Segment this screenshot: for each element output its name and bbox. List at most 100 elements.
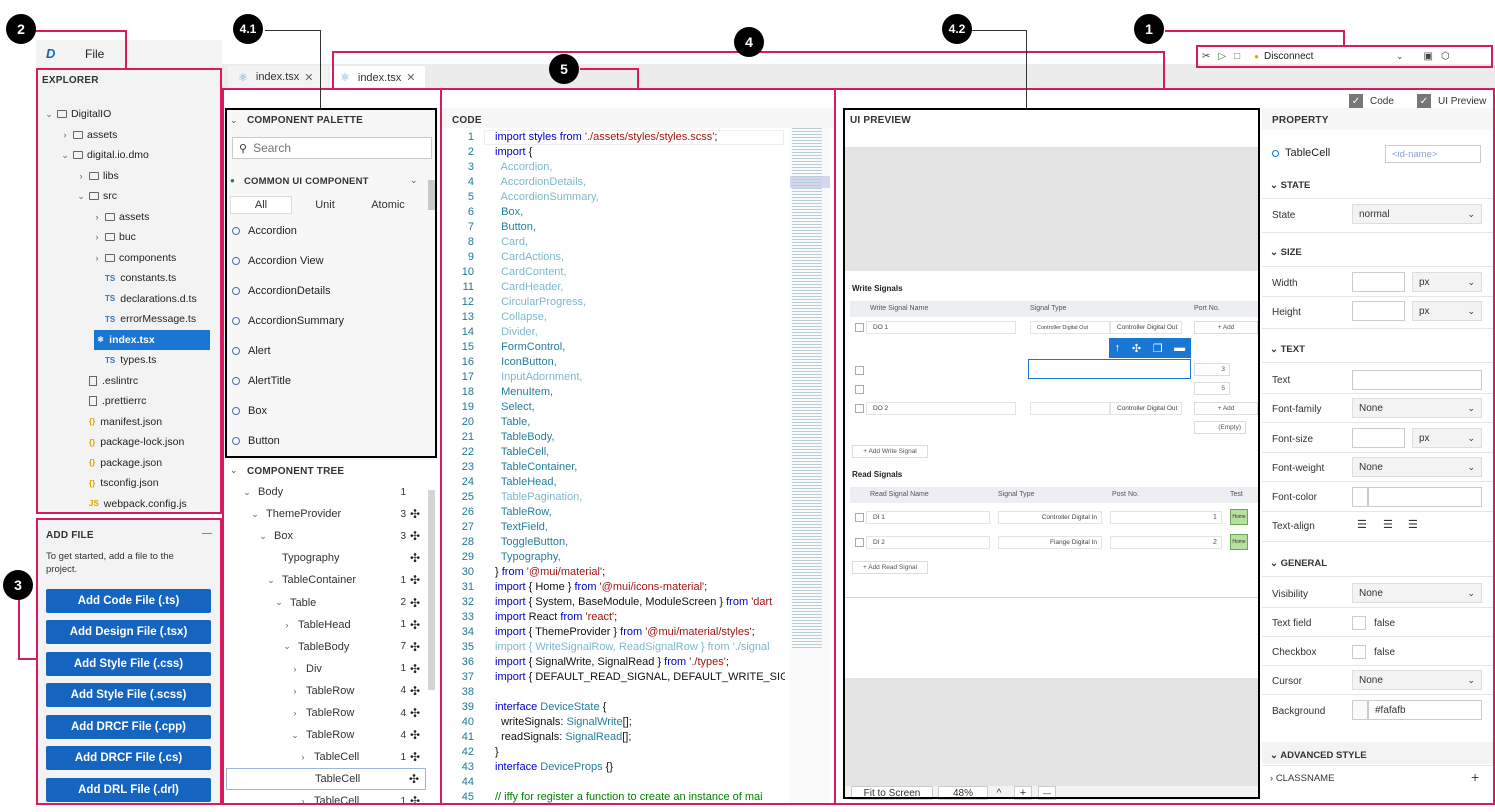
move-icon[interactable]: ✣ bbox=[409, 750, 420, 765]
copy-icon[interactable]: ❐ bbox=[1152, 342, 1163, 355]
chevron-down-icon[interactable]: ⌄ bbox=[1395, 50, 1404, 61]
font-color-input[interactable] bbox=[1368, 487, 1482, 507]
read-row-2-name[interactable]: DI 2 bbox=[866, 536, 990, 549]
id-name-input[interactable]: <id-name> bbox=[1385, 145, 1481, 163]
palette-item[interactable]: Accordion View bbox=[230, 246, 435, 276]
explorer-item[interactable]: ›buc bbox=[44, 227, 136, 247]
arrow-up-icon[interactable]: ↑ bbox=[1114, 342, 1121, 354]
read-row-1-name[interactable]: DI 1 bbox=[866, 511, 990, 524]
move-icon[interactable]: ✣ bbox=[409, 617, 420, 632]
ui-preview-checkbox[interactable]: ✓ bbox=[1417, 94, 1431, 108]
move-icon[interactable]: ✣ bbox=[408, 772, 419, 787]
add-drcf-cs-button[interactable]: Add DRCF File (.cs) bbox=[46, 746, 211, 770]
text-input[interactable] bbox=[1352, 370, 1482, 390]
move-icon[interactable]: ✣ bbox=[1131, 342, 1142, 355]
minimap[interactable] bbox=[790, 128, 830, 805]
stop-icon[interactable]: □ bbox=[1234, 50, 1241, 62]
read-row-1-type[interactable]: Controller Digital In bbox=[998, 511, 1102, 524]
explorer-item[interactable]: ⚛index.tsx bbox=[94, 329, 210, 350]
read-row-1-port[interactable] bbox=[1110, 511, 1222, 524]
tab-index-2[interactable]: ⚛ index.tsx ✕ bbox=[330, 66, 425, 89]
explorer-item[interactable]: .prettierrc bbox=[44, 391, 146, 411]
background-swatch[interactable] bbox=[1352, 700, 1368, 720]
height-input[interactable] bbox=[1352, 301, 1405, 321]
explorer-item[interactable]: ⌄src bbox=[44, 186, 117, 206]
close-icon[interactable]: ✕ bbox=[406, 72, 416, 84]
chevron-down-icon[interactable]: ⌄ bbox=[230, 115, 238, 125]
write-row-1-type2[interactable]: Controller Digital Out bbox=[1110, 321, 1182, 334]
visibility-select[interactable]: None⌄ bbox=[1352, 583, 1482, 603]
explorer-item[interactable]: ›assets bbox=[44, 125, 118, 145]
explorer-item[interactable]: {}package-lock.json bbox=[44, 432, 184, 452]
move-icon[interactable]: ✣ bbox=[409, 595, 420, 610]
state-select[interactable]: normal⌄ bbox=[1352, 204, 1482, 224]
zoom-level[interactable]: 48% bbox=[938, 786, 988, 800]
move-icon[interactable]: ✣ bbox=[409, 683, 420, 698]
delete-icon[interactable]: ▬ bbox=[1174, 342, 1186, 354]
height-unit-select[interactable]: px⌄ bbox=[1412, 301, 1482, 321]
move-icon[interactable]: ✣ bbox=[409, 507, 420, 522]
add-code-file-button[interactable]: Add Code File (.ts) bbox=[46, 589, 211, 613]
font-family-select[interactable]: None⌄ bbox=[1352, 398, 1482, 418]
move-icon[interactable]: ✣ bbox=[409, 573, 420, 588]
palette-item[interactable]: AccordionDetails bbox=[230, 276, 435, 306]
explorer-item[interactable]: ⌄DigitalIO bbox=[44, 104, 111, 124]
move-icon[interactable]: ✣ bbox=[409, 551, 420, 566]
move-icon[interactable]: ✣ bbox=[409, 794, 420, 809]
write-row-2-name[interactable]: DO 2 bbox=[866, 402, 1016, 415]
play-icon[interactable]: ▷ bbox=[1218, 50, 1227, 62]
align-right-icon[interactable]: ☰ bbox=[1408, 519, 1418, 531]
font-weight-select[interactable]: None⌄ bbox=[1352, 457, 1482, 477]
align-center-icon[interactable]: ☰ bbox=[1383, 519, 1393, 531]
palette-group[interactable]: COMMON UI COMPONENT bbox=[244, 176, 369, 187]
write-row-2-port-add[interactable]: + Add bbox=[1194, 402, 1258, 415]
explorer-item[interactable]: ›assets bbox=[44, 207, 150, 227]
close-icon[interactable]: ✕ bbox=[304, 71, 314, 84]
move-icon[interactable]: ✣ bbox=[409, 661, 420, 676]
palette-item[interactable]: Alert bbox=[230, 336, 435, 366]
move-icon[interactable]: ✣ bbox=[409, 706, 420, 720]
move-icon[interactable]: ✣ bbox=[409, 728, 420, 743]
read-row-1-test[interactable]: Home bbox=[1230, 509, 1248, 525]
width-unit-select[interactable]: px⌄ bbox=[1412, 272, 1482, 292]
palette-scrollbar[interactable] bbox=[428, 180, 435, 210]
add-drcf-cpp-button[interactable]: Add DRCF File (.cpp) bbox=[46, 715, 211, 739]
font-color-swatch[interactable] bbox=[1352, 487, 1368, 507]
partial-port-2[interactable]: 5 bbox=[1194, 382, 1230, 395]
partial-port-1[interactable]: 3 bbox=[1194, 363, 1230, 376]
collapse-icon[interactable]: — bbox=[202, 528, 212, 539]
palette-item[interactable]: AccordionSummary bbox=[230, 306, 435, 336]
explorer-item[interactable]: ›components bbox=[44, 248, 177, 268]
font-size-input[interactable] bbox=[1352, 428, 1405, 448]
palette-item[interactable]: Box bbox=[230, 396, 435, 426]
explorer-item[interactable]: .eslintrc bbox=[44, 371, 138, 391]
zoom-in-button[interactable]: + bbox=[1014, 786, 1032, 800]
explorer-item[interactable]: ›libs bbox=[44, 166, 119, 186]
write-row-1-port-add[interactable]: + Add bbox=[1194, 321, 1258, 334]
zoom-out-button[interactable]: — bbox=[1038, 786, 1056, 800]
filter-all[interactable]: All bbox=[230, 196, 292, 214]
zoom-arrow-icon[interactable]: ^ bbox=[996, 787, 1002, 799]
write-row-2-type2[interactable]: Controller Digital Out bbox=[1110, 402, 1182, 415]
tools-icon[interactable]: ✂ bbox=[1202, 50, 1211, 62]
add-design-file-button[interactable]: Add Design File (.tsx) bbox=[46, 620, 211, 644]
add-write-signal-button[interactable]: + Add Write Signal bbox=[852, 445, 928, 458]
tree-node[interactable]: Typography✣ bbox=[226, 547, 426, 569]
width-input[interactable] bbox=[1352, 272, 1405, 292]
general-section[interactable]: ⌄ GENERAL bbox=[1270, 558, 1327, 569]
chevron-down-icon[interactable]: ⌄ bbox=[410, 175, 418, 185]
palette-item[interactable]: AlertTitle bbox=[230, 366, 435, 396]
advanced-style-section[interactable]: ⌄ ADVANCED STYLE bbox=[1270, 750, 1367, 761]
cursor-select[interactable]: None⌄ bbox=[1352, 670, 1482, 690]
empty-port[interactable]: (Empty) bbox=[1194, 421, 1246, 434]
